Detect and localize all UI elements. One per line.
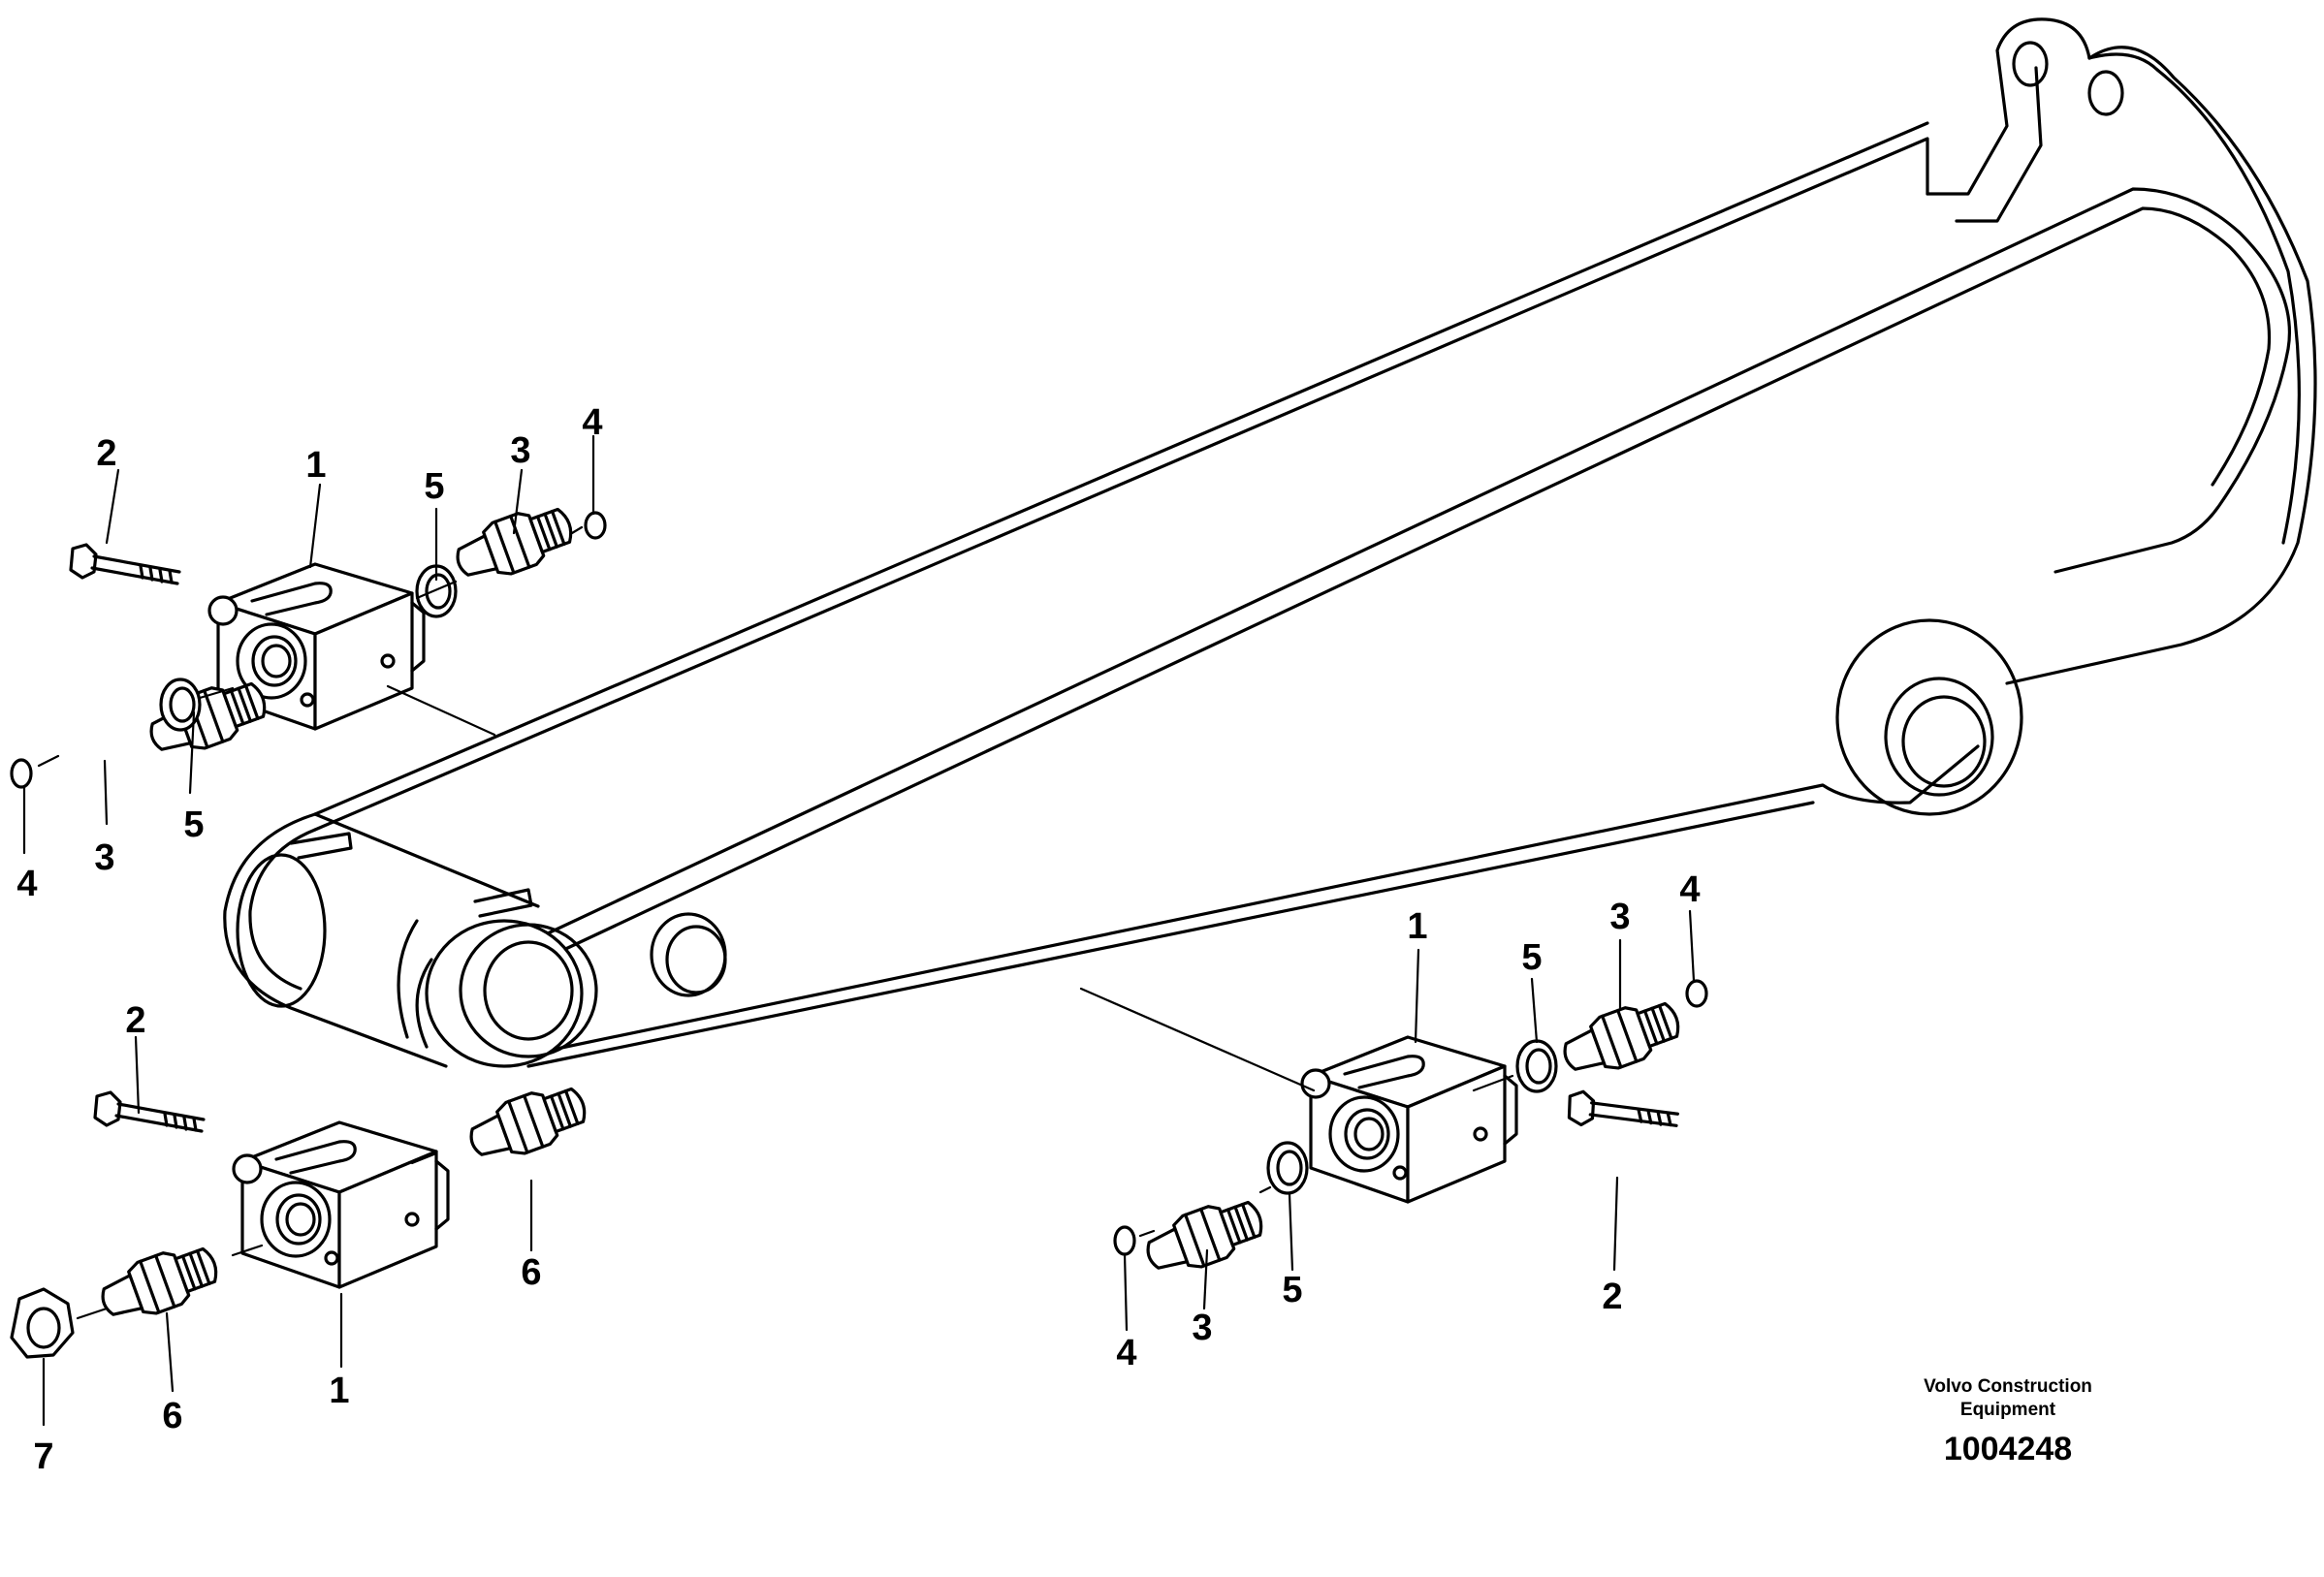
drawing-number: 1004248 [1944,1431,2072,1467]
callout-4: 4 [1679,869,1700,910]
leader-lines [22,434,1696,1427]
callout-3: 3 [94,837,114,878]
callout-2: 2 [96,433,116,474]
callout-3: 3 [1192,1308,1212,1348]
callout-5: 5 [1282,1270,1302,1310]
callout-1: 1 [1407,906,1427,947]
callout-1: 1 [305,445,326,486]
callout-labels: 2 1 5 3 4 5 3 4 2 6 6 1 7 1 5 3 4 2 5 3 … [16,402,1700,1477]
callout-6: 6 [521,1252,541,1293]
callout-5: 5 [183,804,204,845]
callout-3: 3 [510,430,530,471]
callout-5: 5 [424,466,444,507]
callout-4: 4 [16,864,37,904]
callout-7: 7 [33,1436,53,1477]
assembly-upper-left [10,496,607,789]
arm-body [223,17,2317,1068]
callout-1: 1 [329,1371,349,1411]
callout-2: 2 [1602,1277,1622,1317]
callout-6: 6 [162,1396,182,1436]
callout-4: 4 [1116,1333,1136,1373]
drawing-footer: Volvo Construction Equipment 1004248 [1924,1376,2092,1467]
callout-4: 4 [582,402,602,443]
callout-5: 5 [1521,937,1542,978]
assembly-lower-left [10,1076,594,1359]
assembly-lower-right [1079,979,1708,1284]
company-name-line2: Equipment [1960,1400,2056,1420]
callout-2: 2 [125,1000,145,1041]
callout-3: 3 [1609,897,1630,937]
company-name-line1: Volvo Construction [1924,1376,2092,1397]
